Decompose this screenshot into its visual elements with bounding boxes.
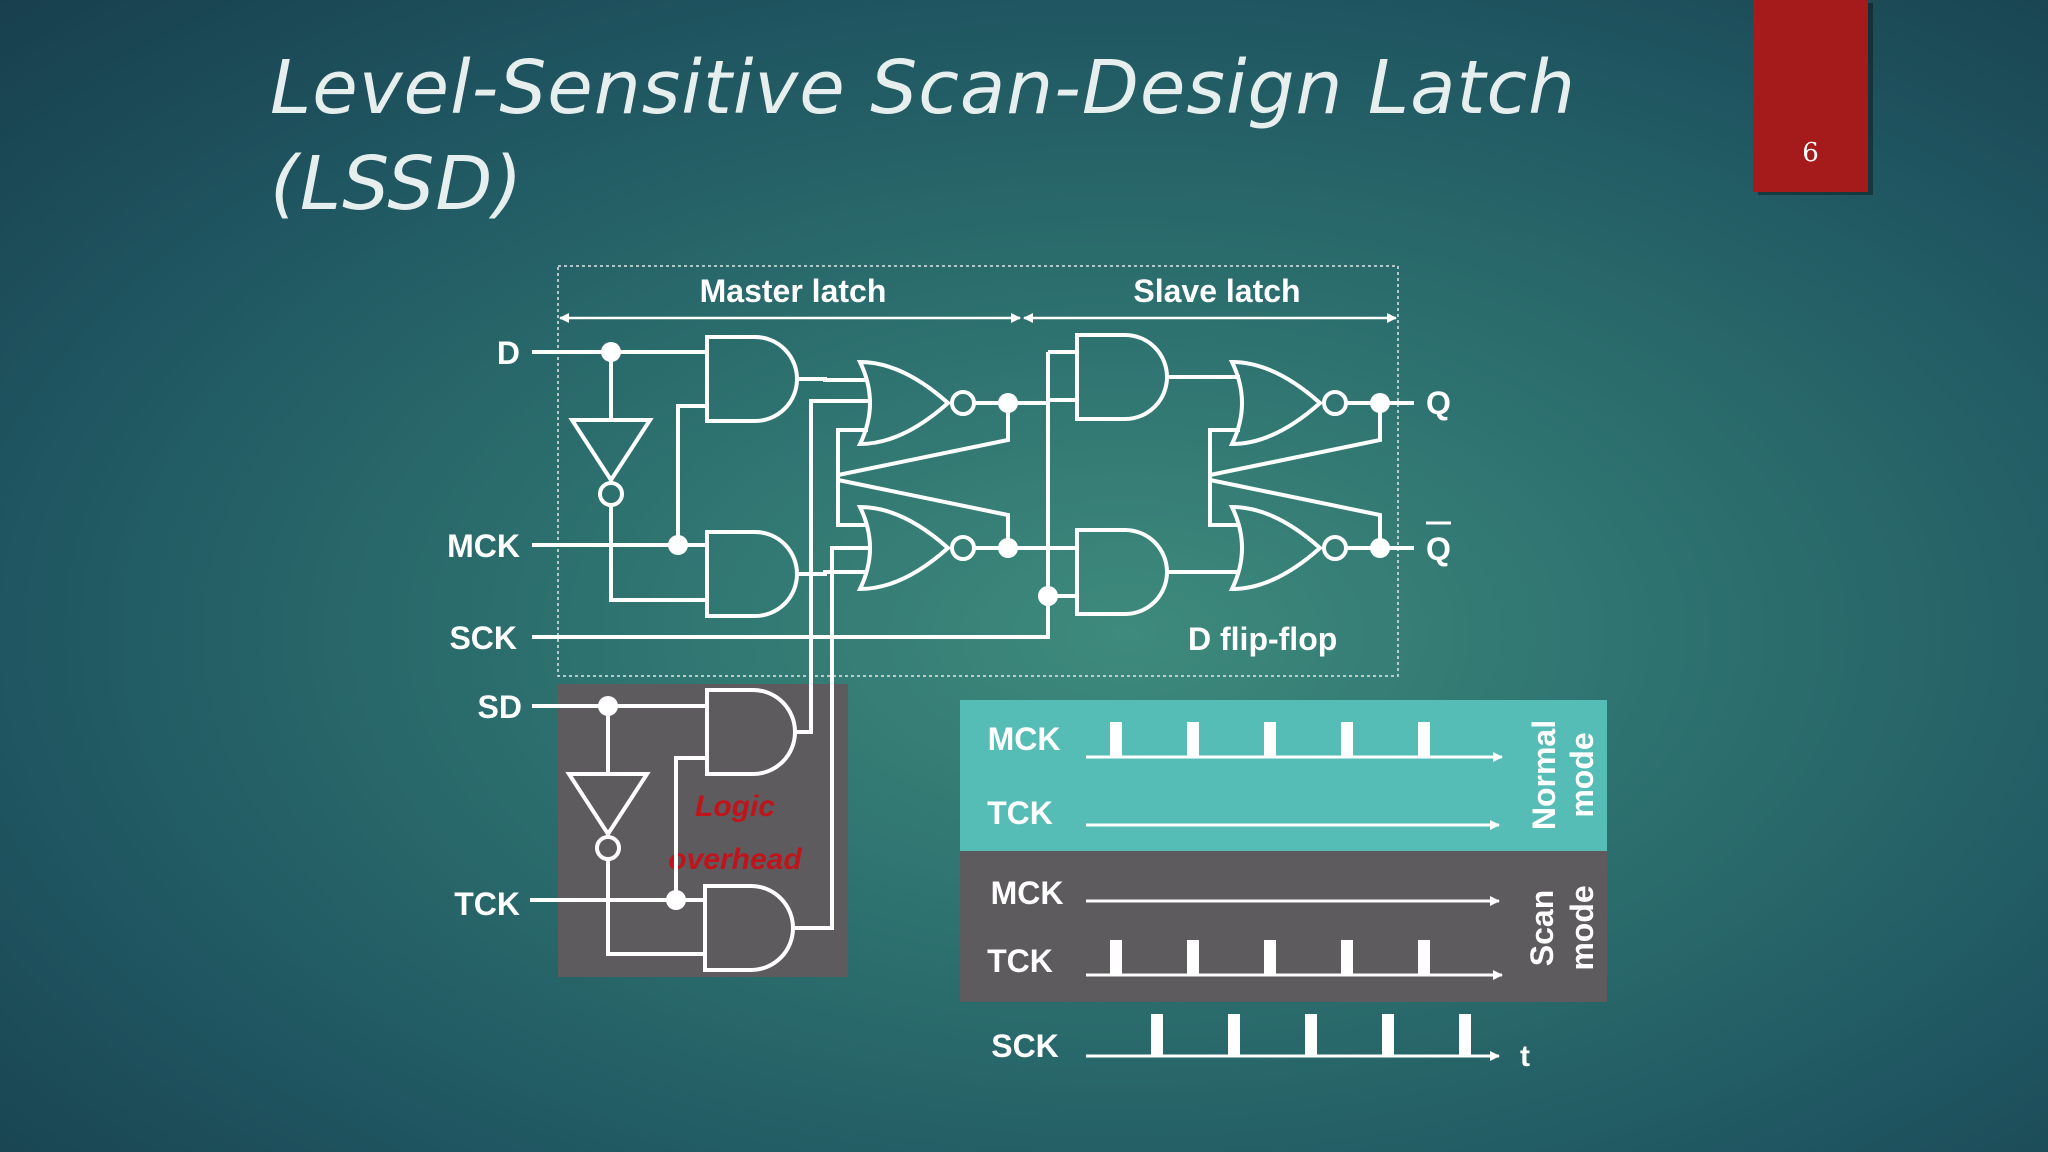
and-gate-slave-top xyxy=(1075,333,1169,421)
scan-tck-pulse xyxy=(1341,940,1353,975)
scan-tck-label: TCK xyxy=(987,943,1053,979)
scan-mode-line1: Scan xyxy=(1524,890,1560,966)
sck-pulse xyxy=(1151,1014,1163,1056)
sck-pulse xyxy=(1305,1014,1317,1056)
slide-title-line1: Level-Sensitive Scan-Design Latch xyxy=(270,45,1577,131)
junction-dots xyxy=(598,342,1390,910)
input-mck-label: MCK xyxy=(447,528,520,564)
nor-gate-slave-top xyxy=(1228,359,1324,447)
normal-mck-pulse xyxy=(1110,722,1122,757)
normal-mck-pulse xyxy=(1187,722,1199,757)
scan-mode-line2: mode xyxy=(1564,885,1600,970)
normal-mck-pulse xyxy=(1341,722,1353,757)
normal-mck-label: MCK xyxy=(988,721,1061,757)
dff-label: D flip-flop xyxy=(1188,621,1337,657)
sck-pulse xyxy=(1459,1014,1471,1056)
nor-bubble-slave-top xyxy=(1322,390,1348,416)
normal-mode-line2: mode xyxy=(1564,732,1600,817)
overhead-label-line1: Logic xyxy=(695,790,775,823)
inverter-d-bubble xyxy=(598,481,624,507)
dff-boundary xyxy=(557,265,1399,677)
and-gate-master-top xyxy=(705,335,799,423)
sck-pulse xyxy=(1382,1014,1394,1056)
nor-gate-slave-bottom xyxy=(1228,504,1324,592)
slide-title-line2: (LSSD) xyxy=(270,141,524,227)
normal-mck-pulse xyxy=(1418,722,1430,757)
input-tck-label: TCK xyxy=(454,886,520,922)
nor-bubble-master-top xyxy=(950,390,976,416)
scan-tck-pulse xyxy=(1187,940,1199,975)
and-gate-scan-bottom xyxy=(703,884,795,972)
scan-tck-pulse xyxy=(1264,940,1276,975)
input-sck-label: SCK xyxy=(449,620,517,656)
and-gate-slave-bottom xyxy=(1075,528,1169,616)
scan-mode-panel xyxy=(960,851,1607,1002)
output-qbar-label: Q xyxy=(1426,531,1451,567)
sck-pulse xyxy=(1228,1014,1240,1056)
slide-title: Level-Sensitive Scan-Design Latch (LSSD) xyxy=(270,40,1576,232)
page-number: 6 xyxy=(1802,138,1819,168)
timing-waveforms xyxy=(1086,722,1503,1061)
and-gate-scan-top xyxy=(705,688,797,776)
input-d-label: D xyxy=(497,335,520,371)
page-number-tab: 6 xyxy=(1753,0,1868,192)
scan-tck-pulse xyxy=(1110,940,1122,975)
and-gate-master-bottom xyxy=(705,530,799,618)
scan-mck-label: MCK xyxy=(991,875,1064,911)
sck-timing-label: SCK xyxy=(991,1028,1059,1064)
scan-mode-label: Scan mode xyxy=(1524,885,1600,970)
input-sd-label: SD xyxy=(478,689,522,725)
master-latch-label: Master latch xyxy=(700,273,887,309)
output-q-label: Q xyxy=(1426,385,1451,421)
scan-tck-pulse xyxy=(1418,940,1430,975)
nor-bubble-slave-bottom xyxy=(1322,535,1348,561)
nor-bubble-master-bottom xyxy=(950,535,976,561)
time-axis-label: t xyxy=(1520,1040,1530,1073)
normal-mck-pulse xyxy=(1264,722,1276,757)
overhead-label-line2: overhead xyxy=(668,843,802,876)
slave-latch-label: Slave latch xyxy=(1133,273,1300,309)
normal-mode-label: Normal mode xyxy=(1526,720,1600,830)
inverter-d xyxy=(568,418,654,484)
normal-tck-label: TCK xyxy=(987,795,1053,831)
nor-gate-master-top xyxy=(856,359,952,447)
normal-mode-line1: Normal xyxy=(1526,720,1562,830)
nor-gate-master-bottom xyxy=(856,504,952,592)
